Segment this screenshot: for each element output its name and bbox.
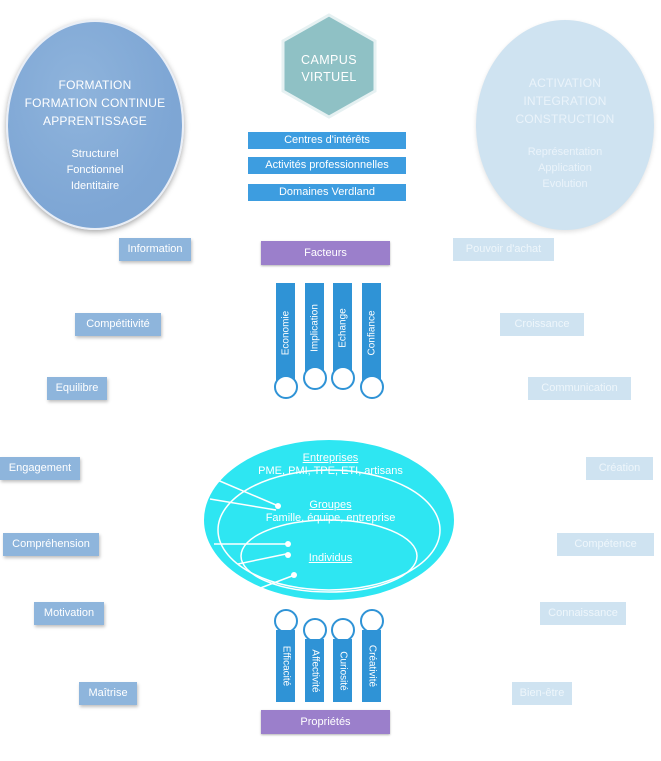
bar-domaines-verdland: Domaines Verdland [248, 184, 406, 201]
facteur-ring [331, 366, 355, 390]
propriete-bar: Curiosité [333, 639, 352, 702]
propriete-ring [331, 618, 355, 642]
ellipse-individus: Individus [0, 552, 661, 565]
groupes-detail: Famille, équipe, entreprise [265, 512, 396, 524]
left-label-motivation: Motivation [34, 602, 104, 625]
individus-title: Individus [308, 552, 353, 564]
right-circle-sub-line: Application [538, 162, 592, 174]
left-circle-sub-line: Fonctionnel [66, 164, 124, 176]
right-label-pouvoir-achat: Pouvoir d'achat [453, 238, 554, 261]
facteur-label: Implication [309, 304, 320, 352]
facteur-label: Economie [280, 310, 291, 356]
ellipse-groupes: Groupes Famille, équipe, entreprise [0, 499, 661, 525]
left-circle-subtitle: Structurel Fonctionnel Identitaire [8, 146, 182, 194]
left-label-maitrise: Maîtrise [79, 682, 137, 705]
hexagon-label-line: CAMPUS [301, 53, 357, 67]
propriete-ring [274, 609, 298, 633]
facteur-ring [303, 366, 327, 390]
hexagon-label-line: VIRTUEL [301, 70, 357, 84]
left-circle-sub-line: Identitaire [70, 180, 120, 192]
propriete-bar: Créativité [362, 630, 381, 702]
left-circle-sub-line: Structurel [71, 148, 119, 160]
right-circle: ACTIVATION INTEGRATION CONSTRUCTION Repr… [476, 20, 654, 230]
facteur-label: Confiance [366, 310, 377, 356]
right-label-connaissance: Connaissance [540, 602, 626, 625]
ellipse-entreprises: Entreprises PME, PMI, TPE, ETI, artisans [0, 452, 661, 478]
hexagon-shape [281, 13, 377, 119]
left-circle-title-line: FORMATION [58, 78, 132, 92]
right-circle-title-line: INTEGRATION [523, 94, 607, 108]
facteur-bar: Echange [333, 283, 352, 373]
entreprises-detail: PME, PMI, TPE, ETI, artisans [258, 465, 403, 477]
right-label-creation: Création [586, 457, 653, 480]
left-label-competitivite: Compétitivité [75, 313, 161, 336]
central-ellipse [202, 438, 456, 602]
right-label-croissance: Croissance [500, 313, 584, 336]
facteur-ring [360, 375, 384, 399]
facteur-ring [274, 375, 298, 399]
facteur-label: Echange [337, 308, 348, 348]
propriete-bar: Efficacité [276, 630, 295, 702]
right-circle-title: ACTIVATION INTEGRATION CONSTRUCTION [476, 74, 654, 128]
left-circle-title-line: APPRENTISSAGE [43, 114, 147, 128]
propriete-label: Créativité [366, 644, 377, 688]
facteur-bar: Implication [305, 283, 324, 373]
left-circle-title: FORMATION FORMATION CONTINUE APPRENTISSA… [8, 76, 182, 130]
propriete-ring [360, 609, 384, 633]
right-circle-subtitle: Représentation Application Evolution [476, 144, 654, 192]
right-label-communication: Communication [528, 377, 631, 400]
propriete-label: Efficacité [280, 645, 291, 687]
propriete-label: Curiosité [337, 650, 348, 691]
hexagon-label: CAMPUS VIRTUEL [281, 52, 377, 86]
right-label-competence: Compétence [557, 533, 654, 556]
left-label-comprehension: Compréhension [3, 533, 99, 556]
left-label-information: Information [119, 238, 191, 261]
bar-centres-interets: Centres d'intérêts [248, 132, 406, 149]
propriete-bar: Affectivité [305, 639, 324, 702]
groupes-title: Groupes [309, 499, 352, 511]
facteurs-header: Facteurs [261, 241, 390, 265]
propriete-ring [303, 618, 327, 642]
left-circle-title-line: FORMATION CONTINUE [24, 96, 166, 110]
right-circle-title-line: ACTIVATION [528, 76, 602, 90]
propriete-label: Affectivité [309, 648, 320, 693]
facteur-bar: Economie [276, 283, 295, 383]
proprietes-footer: Propriétés [261, 710, 390, 734]
right-circle-sub-line: Représentation [527, 146, 603, 158]
right-circle-sub-line: Evolution [542, 178, 588, 190]
right-circle-title-line: CONSTRUCTION [515, 112, 615, 126]
bar-activites-professionnelles: Activités professionnelles [248, 157, 406, 174]
left-label-engagement: Engagement [0, 457, 80, 480]
entreprises-title: Entreprises [302, 452, 359, 464]
right-label-bien-etre: Bien-être [512, 682, 572, 705]
left-label-equilibre: Equilibre [47, 377, 107, 400]
facteur-bar: Confiance [362, 283, 381, 383]
left-circle: FORMATION FORMATION CONTINUE APPRENTISSA… [6, 20, 184, 230]
